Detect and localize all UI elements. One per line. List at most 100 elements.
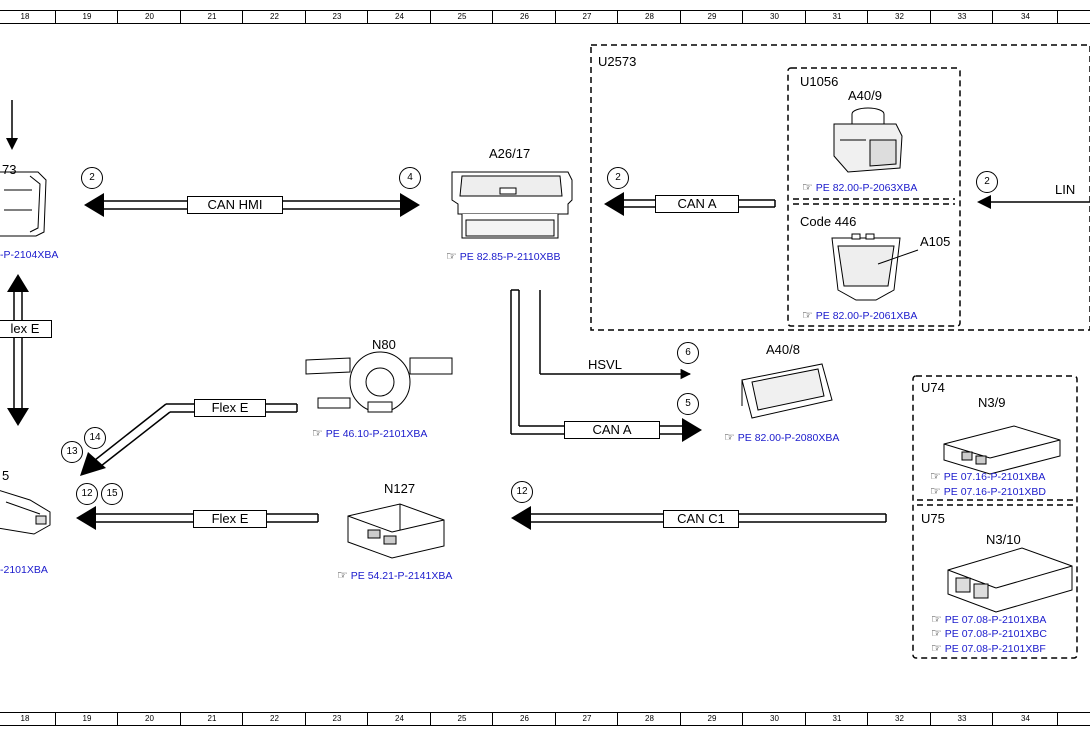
ruler-cell: 25 bbox=[430, 11, 493, 23]
u75-label: U75 bbox=[921, 511, 945, 526]
ruler-cell: 22 bbox=[242, 713, 306, 725]
u2573-label: U2573 bbox=[598, 54, 637, 69]
ruler-cell: 26 bbox=[492, 713, 556, 725]
a26-17-label: A26/17 bbox=[489, 146, 531, 161]
top-ruler: 18 19 20 21 22 23 24 25 26 27 28 29 30 3… bbox=[0, 10, 1090, 24]
flex-e-n80-bus bbox=[80, 403, 298, 476]
n3-10-ref-link-1[interactable]: ☞PE 07.08-P-2101XBA bbox=[931, 612, 1047, 626]
marker-15: 15 bbox=[101, 483, 123, 505]
n3-9-ref-link-1[interactable]: ☞PE 07.16-P-2101XBA bbox=[930, 469, 1046, 483]
ruler-cell: 21 bbox=[180, 713, 243, 725]
n3-9-ref-link-2[interactable]: ☞PE 07.16-P-2101XBD bbox=[930, 484, 1046, 498]
a105-ref-link[interactable]: ☞PE 82.00-P-2061XBA bbox=[802, 308, 918, 322]
pointing-hand-icon: ☞ bbox=[724, 430, 735, 444]
a40-9-label: A40/9 bbox=[848, 88, 882, 103]
left-bottom-ref-link[interactable]: -2101XBA bbox=[0, 564, 48, 576]
can-c1-label: CAN C1 bbox=[663, 510, 739, 528]
ruler-cell: 32 bbox=[867, 11, 931, 23]
n3-10-ref-link-3[interactable]: ☞PE 07.08-P-2101XBF bbox=[931, 641, 1046, 655]
pointing-hand-icon: ☞ bbox=[931, 641, 942, 655]
ruler-cell: 18 bbox=[0, 713, 56, 725]
n3-9-label: N3/9 bbox=[978, 395, 1006, 410]
n80-label: N80 bbox=[372, 337, 396, 352]
a40-8-label: A40/8 bbox=[766, 342, 800, 357]
ruler-cell: 20 bbox=[117, 713, 181, 725]
ruler-cell: 26 bbox=[492, 11, 556, 23]
can-a-top-label: CAN A bbox=[655, 195, 739, 213]
u74-frame bbox=[912, 375, 1078, 659]
marker-12-can-c1: 12 bbox=[511, 481, 533, 503]
ruler-cell: 28 bbox=[617, 11, 681, 23]
marker-14: 14 bbox=[84, 427, 106, 449]
ruler-cell: 30 bbox=[742, 713, 806, 725]
ruler-cell: 33 bbox=[930, 713, 993, 725]
ruler-cell: 30 bbox=[742, 11, 806, 23]
left-top-ref-link[interactable]: -P-2104XBA bbox=[0, 249, 59, 261]
marker-5: 5 bbox=[677, 393, 699, 415]
n127-device-drawing bbox=[347, 503, 445, 559]
a26-17-device-drawing bbox=[451, 171, 573, 239]
ruler-cell: 22 bbox=[242, 11, 306, 23]
a40-9-ref-link[interactable]: ☞PE 82.00-P-2063XBA bbox=[802, 180, 918, 194]
a105-label: A105 bbox=[920, 234, 951, 249]
n3-10-device-drawing bbox=[947, 547, 1073, 613]
ruler-cell: 24 bbox=[367, 11, 431, 23]
a40-8-device-drawing bbox=[741, 363, 833, 419]
ruler-cell: 18 bbox=[0, 11, 56, 23]
bottom-ruler: 18 19 20 21 22 23 24 25 26 27 28 29 30 3… bbox=[0, 712, 1090, 726]
marker-12-left: 12 bbox=[76, 483, 98, 505]
ruler-cell: 23 bbox=[305, 713, 368, 725]
ruler-cell: 27 bbox=[555, 11, 618, 23]
marker-4: 4 bbox=[399, 167, 421, 189]
ruler-cell: 21 bbox=[180, 11, 243, 23]
pointing-hand-icon: ☞ bbox=[337, 568, 348, 582]
flex-e-bottom-label: Flex E bbox=[193, 510, 267, 528]
flex-e-left-label: lex E bbox=[0, 320, 52, 338]
pointing-hand-icon: ☞ bbox=[446, 249, 457, 263]
n127-label: N127 bbox=[384, 481, 416, 496]
ruler-cell: 29 bbox=[680, 11, 743, 23]
n127-ref-link[interactable]: ☞PE 54.21-P-2141XBA bbox=[337, 568, 453, 582]
code446-label: Code 446 bbox=[800, 214, 857, 229]
marker-2-u2573: 2 bbox=[607, 167, 629, 189]
pointing-hand-icon: ☞ bbox=[931, 612, 942, 626]
ruler-cell: 25 bbox=[430, 713, 493, 725]
ruler-cell: 32 bbox=[867, 713, 931, 725]
ruler-cell: 34 bbox=[992, 713, 1058, 725]
pointing-hand-icon: ☞ bbox=[312, 426, 323, 440]
ruler-cell bbox=[1057, 11, 1090, 23]
u1056-frame bbox=[787, 67, 961, 327]
pointing-hand-icon: ☞ bbox=[931, 626, 942, 640]
ruler-cell: 33 bbox=[930, 11, 993, 23]
left-bottom-device-drawing bbox=[0, 490, 51, 535]
pointing-hand-icon: ☞ bbox=[802, 180, 813, 194]
ruler-cell: 19 bbox=[55, 713, 118, 725]
a40-8-ref-link[interactable]: ☞PE 82.00-P-2080XBA bbox=[724, 430, 840, 444]
left-top-device-drawing bbox=[0, 171, 47, 237]
ruler-cell: 31 bbox=[805, 11, 868, 23]
marker-6: 6 bbox=[677, 342, 699, 364]
u74-label: U74 bbox=[921, 380, 945, 395]
flex-e-n80-label: Flex E bbox=[194, 399, 266, 417]
lin-label: LIN bbox=[1055, 182, 1076, 197]
marker-2-left: 2 bbox=[81, 167, 103, 189]
n3-9-device-drawing bbox=[943, 425, 1061, 475]
ruler-cell: 31 bbox=[805, 713, 868, 725]
n3-10-ref-link-2[interactable]: ☞PE 07.08-P-2101XBC bbox=[931, 626, 1047, 640]
lin-bus bbox=[977, 195, 1090, 209]
ruler-cell: 23 bbox=[305, 11, 368, 23]
left-top-label: 73 bbox=[2, 162, 17, 177]
a26-17-ref-link[interactable]: ☞PE 82.85-P-2110XBB bbox=[446, 249, 561, 263]
n80-ref-link[interactable]: ☞PE 46.10-P-2101XBA bbox=[312, 426, 428, 440]
u2573-frame bbox=[590, 44, 1090, 331]
pointing-hand-icon: ☞ bbox=[930, 469, 941, 483]
left-bottom-label: 5 bbox=[2, 468, 10, 483]
a40-9-device-drawing bbox=[833, 107, 903, 173]
can-a-mid-label: CAN A bbox=[564, 421, 660, 439]
ruler-cell: 19 bbox=[55, 11, 118, 23]
ruler-cell: 28 bbox=[617, 713, 681, 725]
n80-device-drawing bbox=[305, 351, 453, 413]
hsvl-label: HSVL bbox=[588, 357, 622, 372]
pointing-hand-icon: ☞ bbox=[802, 308, 813, 322]
